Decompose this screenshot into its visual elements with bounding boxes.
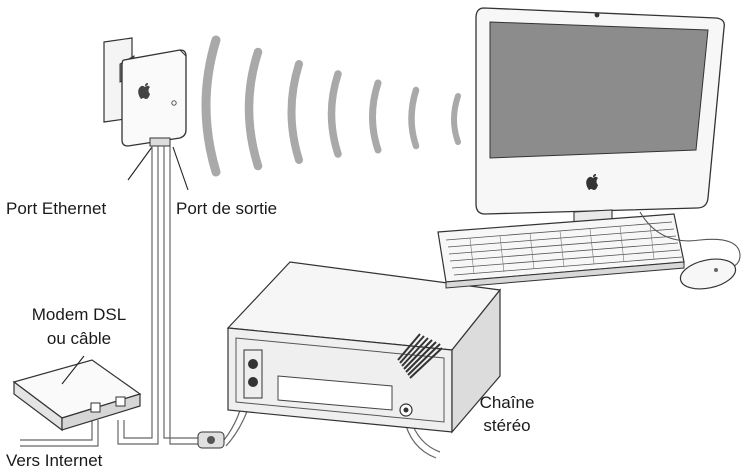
wireless-waves-icon (201, 35, 461, 177)
label-modem-line1: Modem DSL (31, 305, 127, 324)
label-port-ethernet: Port Ethernet (6, 199, 107, 218)
label-port-de-sortie: Port de sortie (176, 199, 278, 218)
cable-connector (197, 431, 225, 449)
label-chaine-line2: stéréo (483, 416, 531, 435)
imac-icon (475, 7, 725, 233)
airport-express-icon (103, 37, 187, 147)
label-modem-line2: ou câble (46, 329, 112, 348)
modem-icon (12, 359, 142, 432)
stereo-icon (226, 261, 502, 434)
label-vers-internet: Vers Internet (6, 451, 103, 470)
label-chaine-line1: Chaîne (479, 393, 535, 412)
mouse-icon (679, 258, 737, 290)
keyboard-icon (437, 213, 685, 289)
